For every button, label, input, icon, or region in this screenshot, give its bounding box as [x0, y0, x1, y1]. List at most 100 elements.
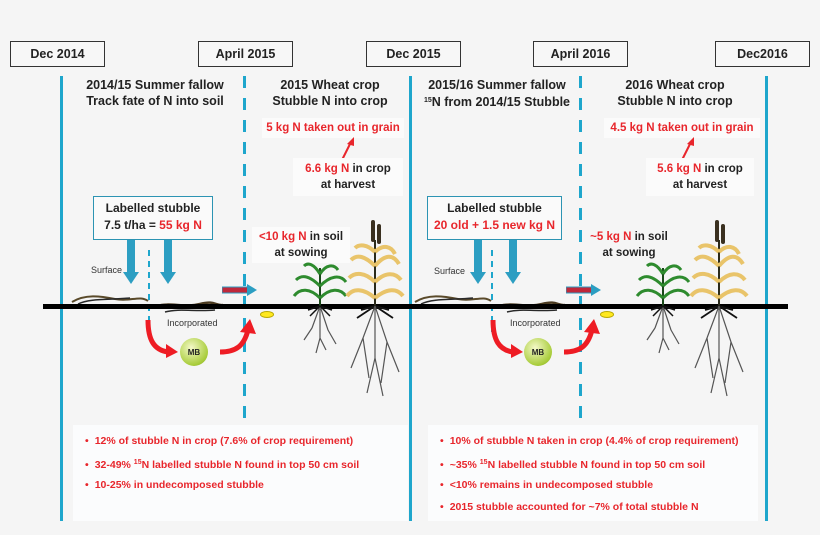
phase-title-line1: 2015 Wheat crop: [280, 78, 380, 92]
incorporation-divider-2015: [148, 250, 150, 332]
young-wheat-plant-icon: [635, 262, 691, 354]
stubble-box-title: Labelled stubble: [447, 201, 542, 215]
timeline-divider-dec-2015: [409, 76, 412, 521]
phase-title-line2: Stubble N into crop: [617, 94, 733, 108]
date-box-dec-2015: Dec 2015: [366, 41, 461, 67]
timeline-divider-dec-2014: [60, 76, 63, 521]
soil-sowing-note-2015: <10 kg N in soil at sowing: [252, 227, 350, 263]
arrow-down-icon: [123, 240, 139, 284]
timeline-divider-dec-2016: [765, 76, 768, 521]
ground-line: [43, 304, 788, 309]
arrow-down-icon: [470, 240, 486, 284]
curved-arrow-from-mb-icon: [219, 319, 256, 355]
summary-text: N labelled stubble N found in top 50 cm …: [141, 459, 360, 471]
isotope-superscript: 15: [423, 97, 432, 104]
incorporation-divider-2016: [491, 250, 493, 332]
surface-stubble-icon: [71, 295, 149, 305]
phase-title-line1: 2015/16 Summer fallow: [428, 78, 566, 92]
crop-harvest-line1: 5.6 kg N in crop: [646, 161, 754, 177]
surface-label: Surface: [91, 265, 123, 275]
timeline-divider-april-2015: [243, 76, 246, 521]
soil-sowing-value: <10 kg N: [258, 231, 307, 243]
arrow-down-icon: [505, 240, 521, 284]
young-wheat-plant-icon: [292, 262, 348, 354]
arrow-up-icon: [681, 137, 694, 161]
summary-item: 10-25% in undecomposed stubble: [85, 477, 408, 499]
summary-text: 10-25% in undecomposed stubble: [94, 479, 264, 491]
soil-sowing-suffix: in soil: [631, 231, 668, 243]
phase-title-line2: 15N from 2014/15 Stubble: [412, 93, 582, 110]
incorporated-label: Incorporated: [167, 318, 218, 328]
summary-text: 2015 stubble accounted for ~7% of total …: [449, 501, 699, 513]
summary-item: 32-49% 15N labelled stubble N found in t…: [85, 455, 408, 477]
grain-note-2016: 4.5 kg N taken out in grain: [604, 118, 760, 138]
summary-text: N labelled stubble N found in top 50 cm …: [487, 459, 706, 471]
phase-title-line2: Track fate of N into soil: [86, 94, 224, 108]
grain-value: 5 kg N taken out in grain: [266, 122, 400, 134]
date-box-april-2015: April 2015: [198, 41, 293, 67]
soil-sowing-value: ~5 kg N: [590, 231, 632, 243]
stubble-rate: 7.5 t/ha =: [104, 218, 160, 232]
soil-sowing-note-2016: ~5 kg N in soil at sowing: [584, 227, 674, 263]
summary-box-2015: 12% of stubble N in crop (7.6% of crop r…: [73, 425, 408, 521]
date-box-dec-2014: Dec 2014: [10, 41, 105, 67]
crop-harvest-value: 6.6 kg N: [305, 163, 350, 175]
soil-sowing-line1: <10 kg N in soil: [252, 229, 350, 245]
crop-harvest-suffix: in crop: [701, 163, 743, 175]
summary-text: <10% remains in undecomposed stubble: [449, 479, 654, 491]
arrow-up-icon: [341, 137, 354, 161]
summary-pre: ~35%: [449, 459, 480, 471]
grain-value: 4.5 kg N taken out in grain: [610, 122, 754, 134]
summary-list: 10% of stubble N taken in crop (4.4% of …: [428, 425, 758, 521]
stubble-box-value: 7.5 t/ha = 55 kg N: [94, 217, 212, 234]
surface-stubble-icon: [414, 295, 492, 305]
crop-harvest-note-2015: 6.6 kg N in crop at harvest: [293, 158, 403, 196]
date-label: Dec2016: [737, 47, 788, 61]
summary-list: 12% of stubble N in crop (7.6% of crop r…: [73, 425, 408, 499]
microbial-biomass-icon: MB: [180, 338, 208, 366]
phase-title-2015-wheat: 2015 Wheat crop Stubble N into crop: [255, 77, 405, 109]
summary-box-2016: 10% of stubble N taken in crop (4.4% of …: [428, 425, 758, 521]
curved-arrow-from-mb-icon: [563, 319, 600, 355]
phase-title-2015-16-fallow: 2015/16 Summer fallow 15N from 2014/15 S…: [412, 77, 582, 110]
summary-item: 10% of stubble N taken in crop (4.4% of …: [440, 433, 758, 455]
arrow-right-icon: [566, 284, 601, 296]
crop-harvest-line1: 6.6 kg N in crop: [293, 161, 403, 177]
crop-harvest-note-2016: 5.6 kg N in crop at harvest: [646, 158, 754, 196]
summary-item: <10% remains in undecomposed stubble: [440, 477, 758, 499]
phase-title-2016-wheat: 2016 Wheat crop Stubble N into crop: [590, 77, 760, 109]
crop-harvest-value: 5.6 kg N: [657, 163, 702, 175]
stubble-n-value: 55 kg N: [159, 218, 202, 232]
timeline-divider-april-2016: [579, 76, 582, 521]
stubble-n-value: 20 old + 1.5 new kg N: [433, 218, 556, 232]
soil-sowing-line2: at sowing: [274, 247, 328, 259]
surface-label: Surface: [434, 266, 466, 276]
summary-item: 2015 stubble accounted for ~7% of total …: [440, 499, 758, 521]
date-label: Dec 2015: [386, 47, 441, 61]
soil-sowing-line2: at sowing: [602, 247, 656, 259]
arrow-down-icon: [160, 240, 176, 284]
crop-harvest-line2: at harvest: [672, 179, 728, 191]
summary-text: 10% of stubble N taken in crop (4.4% of …: [449, 435, 739, 447]
date-label: April 2016: [550, 47, 611, 61]
crop-harvest-suffix: in crop: [349, 163, 391, 175]
phase-title-line1: 2014/15 Summer fallow: [86, 78, 224, 92]
mb-label: MB: [531, 347, 545, 357]
grain-note-2015: 5 kg N taken out in grain: [262, 118, 404, 138]
curved-arrow-to-mb-icon: [145, 319, 178, 358]
labelled-stubble-box-2015: Labelled stubble 7.5 t/ha = 55 kg N: [93, 196, 213, 240]
incorporated-label: Incorporated: [510, 318, 561, 328]
mature-wheat-plant-icon: [345, 220, 405, 397]
mature-wheat-plant-icon: [689, 220, 749, 397]
soil-sowing-line1: ~5 kg N in soil: [584, 229, 674, 245]
labelled-stubble-box-2016: Labelled stubble 20 old + 1.5 new kg N: [427, 196, 562, 240]
microbial-biomass-icon: MB: [524, 338, 552, 366]
date-label: April 2015: [215, 47, 276, 61]
soil-sowing-suffix: in soil: [306, 231, 344, 243]
phase-title-2014-15-fallow: 2014/15 Summer fallow Track fate of N in…: [70, 77, 240, 109]
mb-label: MB: [187, 347, 201, 357]
summary-pre: 32-49%: [94, 459, 134, 471]
summary-item: 12% of stubble N in crop (7.6% of crop r…: [85, 433, 408, 455]
crop-harvest-line2: at harvest: [320, 179, 376, 191]
seed-icon: [600, 311, 614, 318]
